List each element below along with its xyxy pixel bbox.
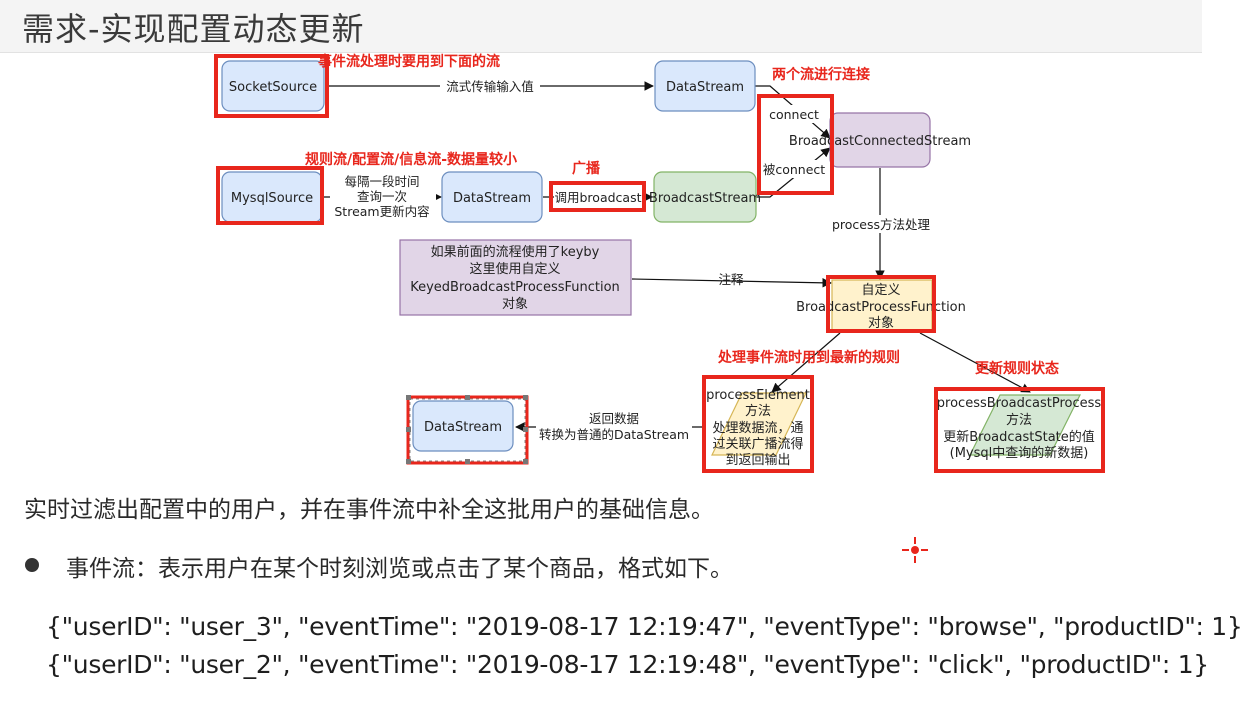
bullet-dot-icon xyxy=(25,558,39,572)
node-label-datastream-mid: DataStream xyxy=(453,191,531,206)
crosshair-cursor-icon xyxy=(902,537,928,563)
edge-function-to-process-element xyxy=(771,332,841,393)
process-element-line-1: processElement xyxy=(706,388,810,403)
node-datastream-output[interactable]: DataStream xyxy=(412,400,514,452)
code-line-2: {"userID": "user_2", "eventTime": "2019-… xyxy=(46,650,1209,679)
bullet-text: 事件流：表示用户在某个时刻浏览或点击了某个商品，格式如下。 xyxy=(66,556,733,582)
node-process-broadcast[interactable]: processBroadcastProcess 方法 更新BroadcastSt… xyxy=(937,394,1102,461)
edge-label-process-method: process方法处理 xyxy=(832,217,931,232)
node-label-broadcast-stream: BroadcastStream xyxy=(649,191,761,206)
edge-label-query-3: Stream更新内容 xyxy=(334,204,429,219)
edge-label-connected-by: 被connect xyxy=(763,162,825,177)
edge-label-query-1: 每隔一段时间 xyxy=(344,174,419,189)
process-broadcast-line-1: processBroadcastProcess xyxy=(937,396,1102,411)
page-title: 需求-实现配置动态更新 xyxy=(22,10,365,48)
red-highlights xyxy=(214,54,1105,473)
highlight-connect xyxy=(757,94,834,195)
process-broadcast-line-3: 更新BroadcastState的值 xyxy=(943,429,1095,445)
custom-function-line-2: BroadcastProcessFunction xyxy=(796,300,966,315)
edge-label-comment: 注释 xyxy=(718,272,744,287)
code-line-1: {"userID": "user_3", "eventTime": "2019-… xyxy=(46,612,1243,641)
process-element-line-5: 到返回输出 xyxy=(725,452,790,468)
node-socket-source[interactable]: SocketSource xyxy=(221,60,325,112)
node-broadcast-stream[interactable]: BroadcastStream xyxy=(649,171,761,223)
annotation-event-stream-use: 事件流处理时要用到下面的流 xyxy=(318,53,500,70)
node-custom-function[interactable]: 自定义 BroadcastProcessFunction 对象 xyxy=(796,279,966,331)
annotations: 事件流处理时要用到下面的流 规则流/配置流/信息流-数据量较小 广播 两个流进行… xyxy=(305,53,1059,377)
node-label-datastream-top: DataStream xyxy=(666,80,744,95)
note-line-2: 这里使用自定义 xyxy=(469,261,560,277)
process-element-line-3: 处理数据流，通 xyxy=(712,421,803,436)
node-label-datastream-output: DataStream xyxy=(424,420,502,435)
flow-diagram: 流式传输输入值 每隔一段时间 查询一次 Stream更新内容 process方法… xyxy=(214,53,1105,473)
highlight-call-broadcast xyxy=(549,181,646,212)
node-broadcast-connected-stream[interactable]: BroadcastConnectedStream xyxy=(789,112,971,168)
node-datastream-top[interactable]: DataStream xyxy=(654,60,756,112)
annotation-broadcast: 广播 xyxy=(572,160,601,177)
process-broadcast-line-4: (Mysql中查询的新数据) xyxy=(950,445,1089,461)
node-note[interactable]: 如果前面的流程使用了keyby 这里使用自定义 KeyedBroadcastPr… xyxy=(399,239,632,316)
edges: 流式传输输入值 每隔一段时间 查询一次 Stream更新内容 process方法… xyxy=(323,77,1031,442)
title-bar: 需求-实现配置动态更新 xyxy=(0,0,1202,53)
custom-function-line-1: 自定义 xyxy=(861,283,900,298)
node-label-socket-source: SocketSource xyxy=(229,80,317,95)
node-process-element[interactable]: processElement 方法 处理数据流，通 过关联广播流得 到返回输出 xyxy=(706,388,810,468)
annotation-rule-stream: 规则流/配置流/信息流-数据量较小 xyxy=(305,151,517,168)
highlight-process-element xyxy=(702,375,814,473)
edge-label-call-broadcast: 调用broadcast xyxy=(555,190,642,205)
node-label-mysql-source: MysqlSource xyxy=(231,191,313,206)
highlight-custom-function xyxy=(826,275,936,333)
edge-label-return-2: 转换为普通的DataStream xyxy=(539,427,689,442)
process-element-line-2: 方法 xyxy=(745,403,771,419)
selection-frame xyxy=(406,395,529,465)
process-element-line-4: 过关联广播流得 xyxy=(712,436,803,452)
note-line-4: 对象 xyxy=(502,297,528,312)
custom-function-line-3: 对象 xyxy=(868,316,894,331)
highlight-mysql-source xyxy=(216,166,324,225)
node-label-broadcast-connected-stream: BroadcastConnectedStream xyxy=(789,134,971,149)
annotation-update-rule-state: 更新规则状态 xyxy=(975,360,1059,377)
process-broadcast-line-2: 方法 xyxy=(1006,412,1032,428)
edge-label-stream-input: 流式传输输入值 xyxy=(446,79,534,94)
annotation-process-event-latest-rule: 处理事件流时用到最新的规则 xyxy=(717,349,900,366)
edge-label-return-1: 返回数据 xyxy=(589,411,639,426)
description-text: 实时过滤出配置中的用户，并在事件流中补全这批用户的基础信息。 xyxy=(24,497,714,523)
node-mysql-source[interactable]: MysqlSource xyxy=(221,171,323,223)
edge-label-query-2: 查询一次 xyxy=(357,189,407,204)
edge-note-to-function xyxy=(631,278,832,288)
note-line-1: 如果前面的流程使用了keyby xyxy=(431,244,600,260)
edge-label-connect: connect xyxy=(769,107,819,122)
note-line-3: KeyedBroadcastProcessFunction xyxy=(410,280,620,295)
annotation-two-streams-connect: 两个流进行连接 xyxy=(772,66,870,83)
node-datastream-mid[interactable]: DataStream xyxy=(441,171,543,223)
highlight-socket-source xyxy=(214,54,329,118)
edge-function-to-process-broadcast xyxy=(919,332,1031,393)
highlight-process-broadcast xyxy=(934,387,1105,473)
